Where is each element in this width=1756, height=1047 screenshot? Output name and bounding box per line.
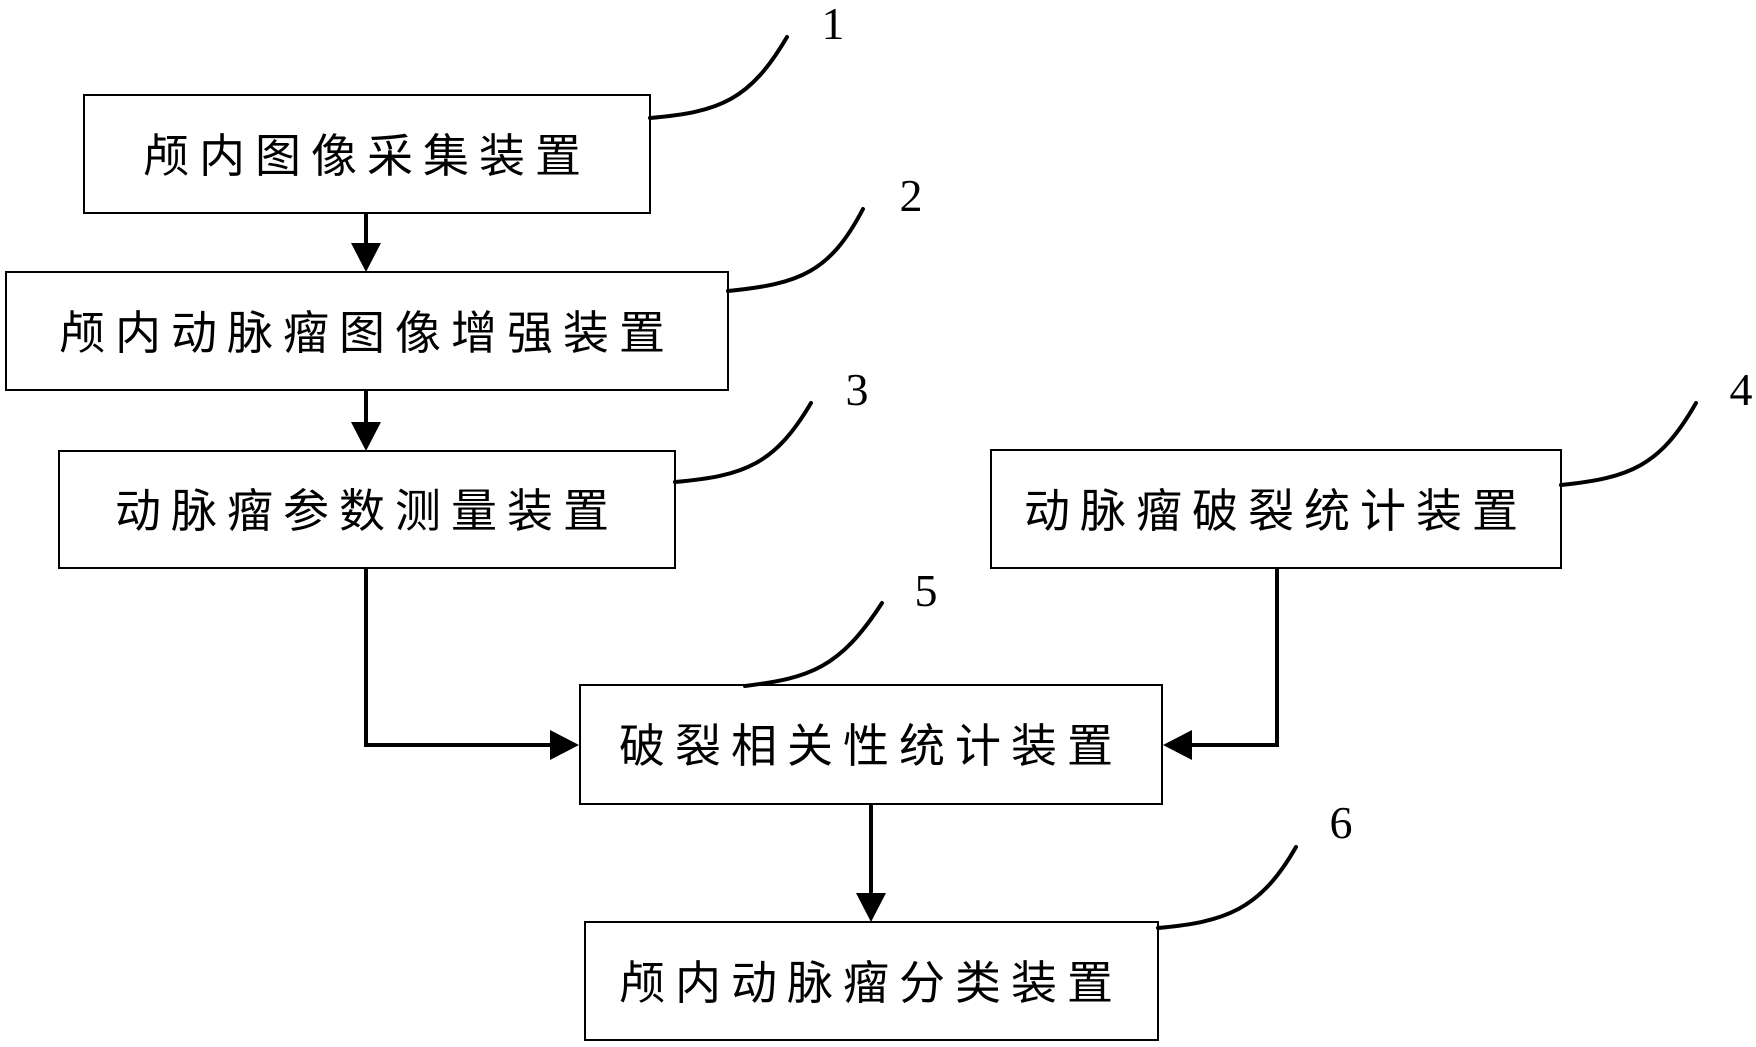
leader-line (1156, 845, 1298, 930)
arrowhead-icon (351, 243, 381, 272)
block-frame (584, 921, 1159, 1041)
edge-3-to-5 (364, 568, 579, 760)
block-label: 动脉瘤破裂统计装置 (1024, 484, 1528, 538)
edge-5-to-6 (856, 804, 886, 922)
edge-4-to-5 (1163, 568, 1279, 760)
edge-shaft (1188, 568, 1279, 747)
edge-shaft (364, 568, 553, 747)
arrowhead-icon (856, 893, 886, 922)
leader-line (726, 207, 865, 293)
block-aneurysm-classification: 颅内动脉瘤分类装置 6 (584, 797, 1353, 1041)
block-rupture-statistics: 动脉瘤破裂统计装置 4 (990, 364, 1753, 569)
reference-number: 3 (846, 364, 869, 415)
leader-line (1559, 401, 1698, 487)
block-frame (990, 449, 1562, 569)
block-frame (5, 271, 729, 391)
block-label: 颅内动脉瘤图像增强装置 (59, 306, 675, 360)
leader-line (743, 601, 884, 688)
block-frame (83, 94, 651, 214)
block-label: 动脉瘤参数测量装置 (115, 484, 619, 538)
reference-number: 6 (1330, 797, 1353, 848)
block-label: 颅内动脉瘤分类装置 (619, 956, 1123, 1010)
block-frame (579, 684, 1163, 805)
block-label: 颅内图像采集装置 (143, 129, 591, 183)
block-rupture-correlation: 破裂相关性统计装置 5 (579, 565, 1163, 805)
block-parameter-measurement: 动脉瘤参数测量装置 3 (58, 364, 869, 569)
edge-1-to-2 (351, 213, 381, 272)
block-label: 破裂相关性统计装置 (619, 719, 1123, 773)
leader-line (648, 35, 789, 120)
reference-number: 1 (822, 0, 845, 49)
reference-number: 4 (1730, 364, 1753, 415)
reference-number: 5 (915, 565, 938, 616)
arrowhead-icon (550, 730, 579, 760)
reference-number: 2 (900, 170, 923, 221)
block-frame (58, 450, 676, 569)
leader-line (673, 401, 813, 484)
arrowhead-icon (1163, 730, 1192, 760)
block-image-acquisition: 颅内图像采集装置 1 (83, 0, 845, 214)
edge-2-to-3 (351, 390, 381, 451)
arrowhead-icon (351, 422, 381, 451)
block-image-enhancement: 颅内动脉瘤图像增强装置 2 (5, 170, 923, 391)
